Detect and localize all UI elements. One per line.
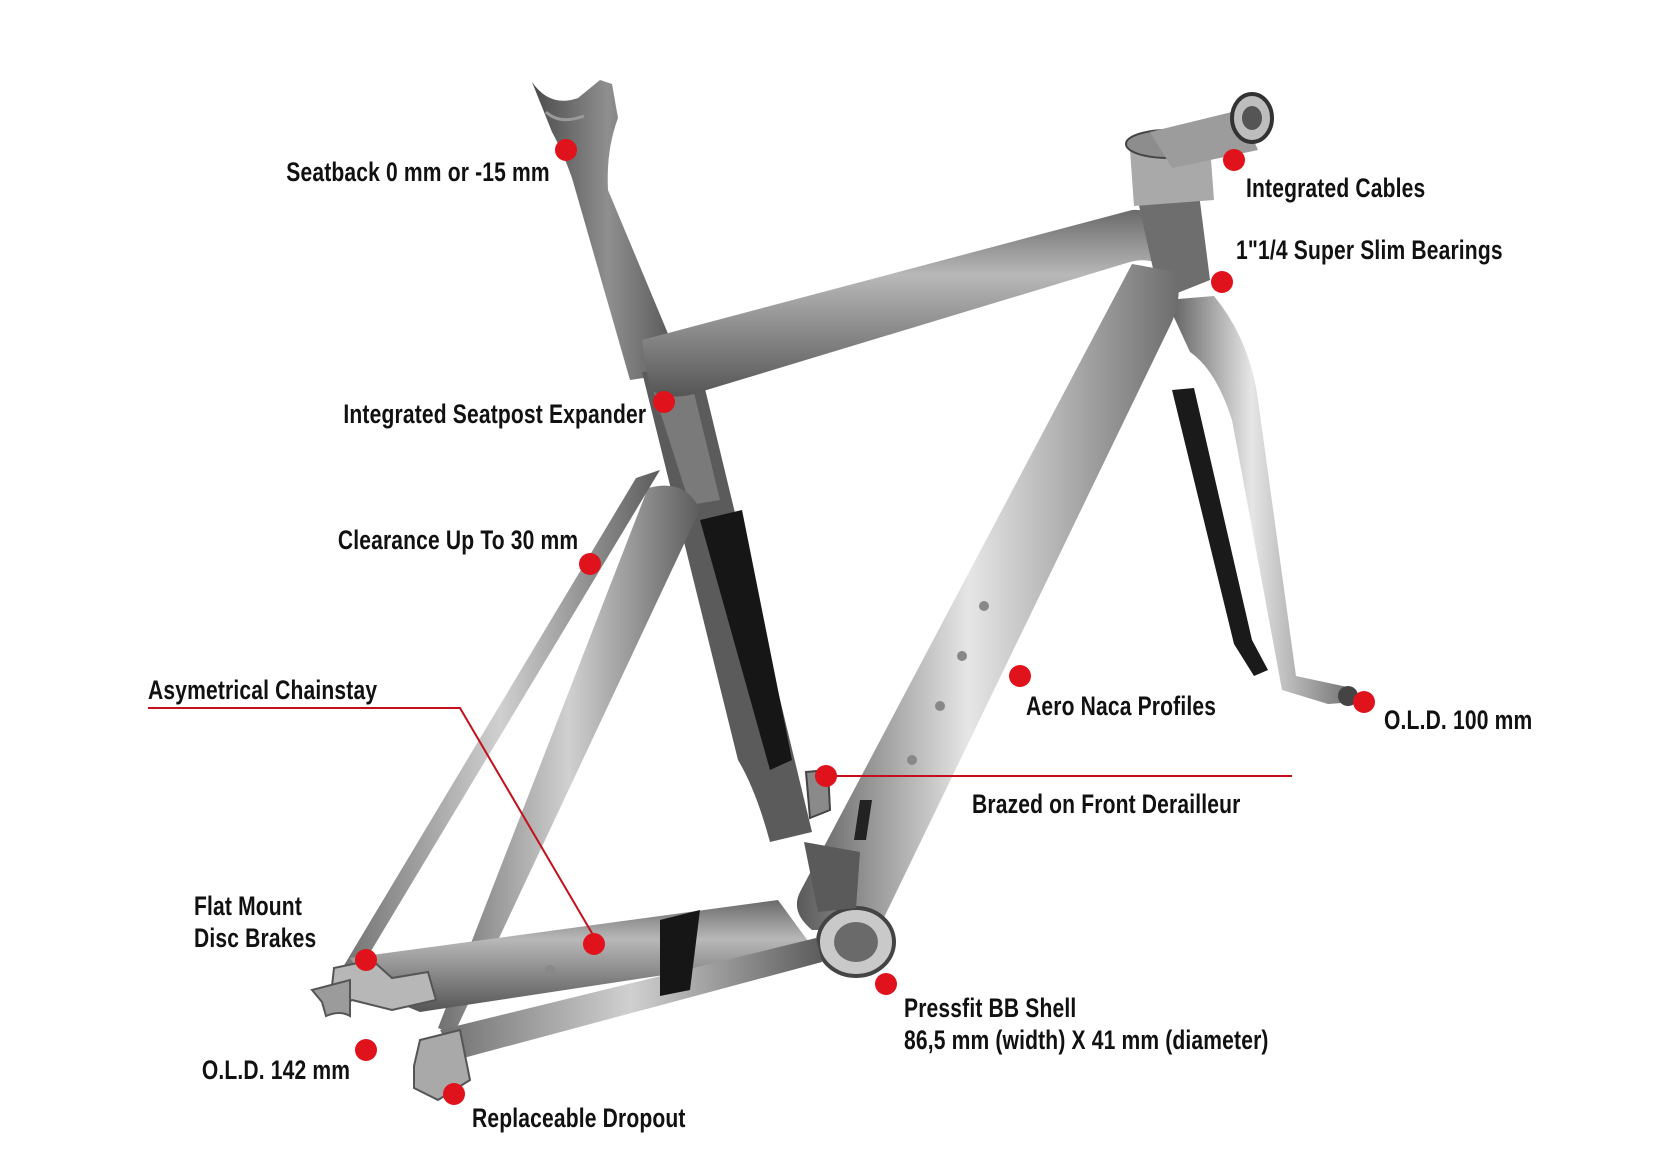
seat-stays: [340, 470, 700, 1035]
rear-dropouts: [310, 958, 472, 1102]
chainstay-leader-line: [148, 707, 597, 941]
label-seatpost-expander: Integrated Seatpost Expander: [343, 399, 646, 429]
label-dropout: Replaceable Dropout: [472, 1103, 686, 1133]
head-tube: [1125, 92, 1274, 300]
label-seatback: Seatback 0 mm or -15 mm: [286, 157, 550, 187]
callout-dot-old-rear: [355, 1039, 377, 1061]
callout-dot-aero-naca: [1009, 665, 1031, 687]
callout-dot-pressfit: [875, 973, 897, 995]
label-pressfit-line1: Pressfit BB Shell: [904, 993, 1077, 1023]
callout-dot-seatpost-expander: [653, 391, 675, 413]
label-pressfit-line2: 86,5 mm (width) X 41 mm (diameter): [904, 1025, 1269, 1055]
callout-dot-chainstay: [583, 933, 605, 955]
callout-dot-integrated-cables: [1223, 149, 1245, 171]
label-flat-mount: Flat Mount Disc Brakes: [194, 890, 316, 954]
label-old-rear: O.L.D. 142 mm: [201, 1055, 350, 1085]
callout-dot-bearings: [1211, 271, 1233, 293]
callout-dot-dropout: [443, 1083, 465, 1105]
callout-dot-clearance: [579, 553, 601, 575]
top-tube: [642, 209, 1172, 397]
fork: [1166, 296, 1358, 706]
callout-dot-flat-mount: [355, 949, 377, 971]
label-integrated-cables: Integrated Cables: [1246, 173, 1426, 203]
label-flat-mount-line2: Disc Brakes: [194, 923, 317, 953]
label-old-front: O.L.D. 100 mm: [1384, 705, 1533, 735]
callout-dot-front-derailleur: [815, 765, 837, 787]
label-flat-mount-line1: Flat Mount: [194, 891, 303, 921]
label-aero-naca: Aero Naca Profiles: [1026, 691, 1217, 721]
leader-lines: [148, 707, 1292, 941]
down-tube: [796, 264, 1179, 930]
label-clearance: Clearance Up To 30 mm: [337, 525, 578, 555]
chainstays: [350, 900, 822, 1060]
label-pressfit: Pressfit BB Shell 86,5 mm (width) X 41 m…: [904, 992, 1269, 1056]
callout-dot-seatback: [555, 139, 577, 161]
bottom-bracket: [804, 842, 896, 978]
label-chainstay: Asymetrical Chainstay: [148, 675, 378, 705]
label-front-derailleur: Brazed on Front Derailleur: [972, 789, 1241, 819]
seat-tube: [642, 368, 812, 842]
callout-dot-old-front: [1353, 691, 1375, 713]
label-bearings: 1"1/4 Super Slim Bearings: [1236, 235, 1503, 265]
